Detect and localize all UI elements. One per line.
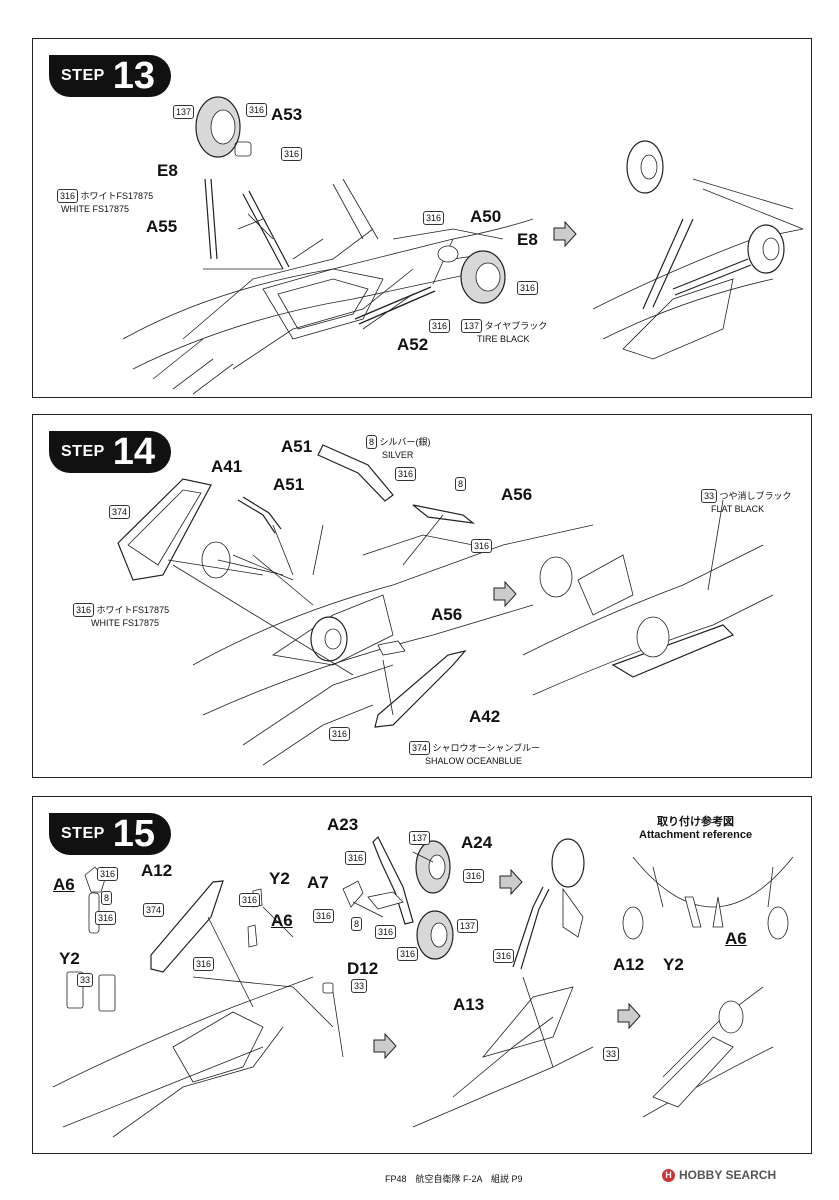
paint-code: 33 (351, 979, 368, 993)
part-label: A53 (271, 105, 303, 124)
part-label: A41 (211, 457, 243, 476)
step-word: STEP (61, 443, 105, 460)
step-number: 13 (112, 55, 156, 97)
paint-code: 8 (366, 435, 378, 449)
paint-code: 316 (95, 911, 117, 925)
white-paint-note: 316 ホワイトFS17875 WHITE FS17875 (57, 189, 153, 215)
part-label: A56 (431, 605, 463, 624)
paint-code: 316 (345, 851, 367, 865)
paint-code: 316 (395, 467, 417, 481)
arrow-right-icon (499, 869, 523, 895)
part-label: A6 (271, 911, 293, 930)
paint-code: 316 (375, 925, 397, 939)
paint-code: 33 (603, 1047, 620, 1061)
paint-code: 33 (77, 973, 94, 987)
paint-code: 33 (701, 489, 718, 503)
paint-code: 316 (397, 947, 419, 961)
paint-code: 8 (351, 917, 363, 931)
part-label: A51 (273, 475, 305, 494)
part-label: E8 (517, 230, 538, 249)
paint-code: 8 (101, 891, 113, 905)
part-label: A52 (397, 335, 429, 354)
paint-code: 316 (471, 539, 493, 553)
arrow-right-icon (553, 221, 577, 247)
part-label: A12 (613, 955, 645, 974)
watermark: H HOBBY SEARCH (662, 1168, 776, 1182)
part-label: A42 (469, 707, 501, 726)
part-label: Y2 (269, 869, 290, 888)
paint-code: 316 (73, 603, 95, 617)
part-label: A7 (307, 873, 329, 892)
arrow-right-icon (493, 581, 517, 607)
paint-code: 374 (109, 505, 131, 519)
part-label: A56 (501, 485, 533, 504)
paint-code: 8 (455, 477, 467, 491)
step-14-illustration (117, 444, 774, 766)
step-15-illustration (52, 835, 794, 1138)
step-14-panel: STEP 14 (32, 414, 812, 778)
paint-code: 316 (429, 319, 451, 333)
paint-code: 374 (143, 903, 165, 917)
arrow-right-icon (617, 1003, 641, 1029)
white-paint-note: 316 ホワイトFS17875 WHITE FS17875 (73, 603, 169, 629)
part-label: A13 (453, 995, 485, 1014)
step-13-badge: STEP 13 (49, 55, 172, 97)
step-word: STEP (61, 825, 105, 842)
step-13-illustration (122, 96, 804, 395)
page-footer: FP48 航空自衛隊 F-2A 組説 P9 (385, 1174, 523, 1184)
part-label: E8 (157, 161, 178, 180)
step-13-panel: STEP 13 (32, 38, 812, 398)
paint-code: 137 (409, 831, 431, 845)
paint-code: 316 (246, 103, 268, 117)
part-label: A24 (461, 833, 493, 852)
step-15-badge: STEP 15 (49, 813, 172, 855)
paint-code: 316 (239, 893, 261, 907)
paint-code: 316 (423, 211, 445, 225)
paint-code: 137 (457, 919, 479, 933)
part-label: Y2 (663, 955, 684, 974)
part-label: D12 (347, 959, 379, 978)
part-label: A23 (327, 815, 359, 834)
paint-code: 316 (281, 147, 303, 161)
step-15-panel: STEP 15 (32, 796, 812, 1154)
silver-paint-note: 8 シルバー(銀) SILVER (366, 435, 431, 461)
arrow-right-icon (373, 1033, 397, 1059)
part-label: A51 (281, 437, 313, 456)
paint-code: 316 (329, 727, 351, 741)
paint-code: 316 (463, 869, 485, 883)
paint-code: 374 (409, 741, 431, 755)
paint-code: 316 (57, 189, 79, 203)
step-number: 14 (112, 431, 156, 473)
paint-code: 137 (173, 105, 195, 119)
paint-code: 316 (193, 957, 215, 971)
step-14-badge: STEP 14 (49, 431, 172, 473)
part-label: A6 (53, 875, 75, 894)
step-number: 15 (112, 813, 156, 855)
step-word: STEP (61, 67, 105, 84)
part-label: A55 (146, 217, 178, 236)
part-label: A50 (470, 207, 502, 226)
paint-code: 137 (461, 319, 483, 333)
flat-black-paint-note: 33 つや消しブラック FLAT BLACK (701, 489, 792, 515)
paint-code: 316 (493, 949, 515, 963)
blue-paint-note: 374 シャロウオーシャンブルー SHALOW OCEANBLUE (409, 741, 540, 767)
attachment-reference-title: 取り付け参考図 Attachment reference (639, 816, 753, 841)
part-label: Y2 (59, 949, 80, 968)
paint-code: 316 (517, 281, 539, 295)
paint-code: 316 (97, 867, 119, 881)
tire-paint-note: 137 タイヤブラック TIRE BLACK (461, 319, 547, 345)
part-label: A12 (141, 861, 173, 880)
hobby-search-logo-icon: H (662, 1168, 675, 1182)
part-label: A6 (725, 929, 747, 948)
paint-code: 316 (313, 909, 335, 923)
